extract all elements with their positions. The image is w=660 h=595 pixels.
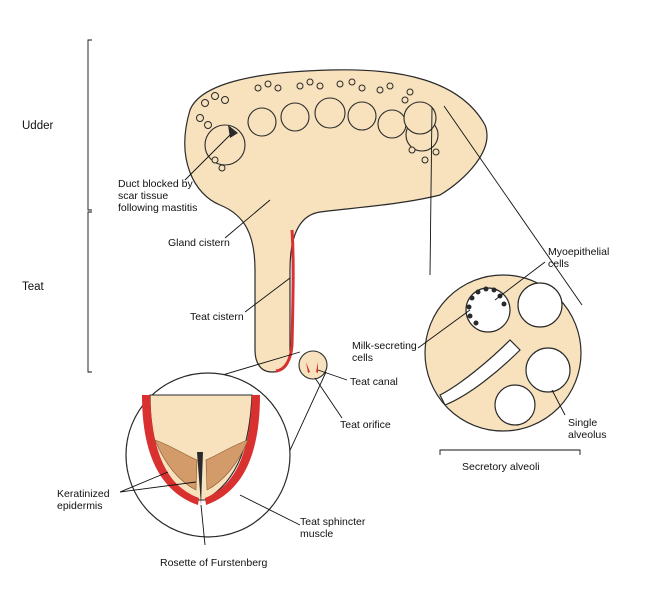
label-teat-cistern: Teat cistern xyxy=(190,311,244,323)
label-myoepithelial-1: Myoepithelial xyxy=(548,246,609,258)
label-keratinized-1: Keratinized xyxy=(57,488,110,500)
alveoli-zoom-content xyxy=(439,282,571,426)
leader-sphincter xyxy=(239,494,301,526)
label-duct-blocked-3: following mastitis xyxy=(118,202,197,214)
label-myoepithelial-2: cells xyxy=(548,258,569,270)
teat-tip-circle xyxy=(298,350,328,380)
teat-bracket xyxy=(87,211,92,373)
alveoli-zoom-lines xyxy=(429,105,583,306)
leader-milk-secreting xyxy=(417,309,471,349)
udder-alveoli xyxy=(204,97,439,166)
leader-keratinized xyxy=(119,471,197,493)
label-single-alveolus-1: Single xyxy=(568,417,597,429)
label-keratinized-2: epidermis xyxy=(57,500,103,512)
label-sphincter-2: muscle xyxy=(300,528,333,540)
secretory-alveoli-bracket xyxy=(439,449,581,455)
teat-zoom-content xyxy=(142,394,260,505)
label-duct-blocked-1: Duct blocked by xyxy=(118,178,193,190)
leader-teat-orifice xyxy=(314,377,343,419)
label-secretory-alveoli: Secretory alveoli xyxy=(462,461,540,473)
leader-teat-cistern xyxy=(244,277,291,313)
leader-single-alveolus xyxy=(551,389,566,416)
label-single-alveolus-2: alveolus xyxy=(568,429,607,441)
label-duct-blocked-2: scar tissue xyxy=(118,190,168,202)
label-teat-canal: Teat canal xyxy=(350,376,398,388)
label-udder: Udder xyxy=(22,120,53,132)
leader-duct-blocked xyxy=(184,134,231,181)
teat-muscle-band xyxy=(275,229,295,373)
leader-myoepithelial xyxy=(494,261,546,301)
leader-teat-canal xyxy=(317,369,348,381)
teat-tip-detail xyxy=(306,362,318,373)
label-sphincter-1: Teat sphincter xyxy=(300,516,366,528)
label-teat: Teat xyxy=(22,281,45,293)
label-gland-cistern: Gland cistern xyxy=(168,237,230,249)
leader-gland-cistern xyxy=(224,199,271,239)
blocked-duct-spot xyxy=(228,125,238,138)
label-milk-secreting-2: cells xyxy=(352,352,373,364)
leader-rosette xyxy=(200,504,206,546)
label-teat-orifice: Teat orifice xyxy=(340,419,391,431)
udder-bracket xyxy=(87,39,92,211)
label-milk-secreting-1: Milk-secreting xyxy=(352,340,417,352)
duct-branches xyxy=(196,78,440,172)
label-rosette: Rosette of Furstenberg xyxy=(160,557,268,569)
